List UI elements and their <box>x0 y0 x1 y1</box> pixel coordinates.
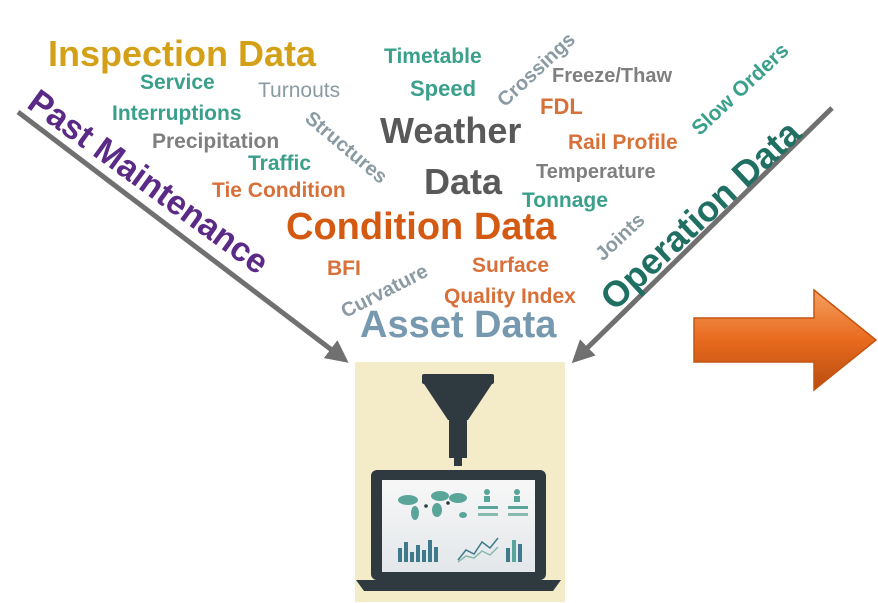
tonnage-label: Tonnage <box>522 189 608 212</box>
analytics-machine <box>355 362 565 602</box>
freeze-thaw-label: Freeze/Thaw <box>552 65 673 87</box>
turnouts-label: Turnouts <box>258 79 341 102</box>
inspection-data-label: Inspection Data <box>48 33 317 74</box>
timetable-label: Timetable <box>384 45 482 68</box>
people-icon <box>478 489 528 516</box>
weather-label: Weather <box>380 110 522 151</box>
laptop-icon <box>356 470 561 591</box>
left-input-arrow <box>16 110 349 363</box>
fdl-label: FDL <box>540 94 583 119</box>
world-map-icon <box>398 491 467 520</box>
interruptions-label: Interruptions <box>112 102 242 125</box>
data-label: Data <box>424 161 503 202</box>
precipitation-label: Precipitation <box>152 130 280 153</box>
speed-label: Speed <box>410 76 477 101</box>
tie-condition-label: Tie Condition <box>212 179 346 202</box>
bfi-label: BFI <box>327 257 361 280</box>
bar-chart-icon <box>398 540 438 562</box>
condition-data-label: Condition Data <box>286 206 557 248</box>
line-chart-icon <box>457 537 522 563</box>
traffic-label: Traffic <box>248 152 312 175</box>
right-arrow-icon <box>693 288 878 392</box>
temperature-label: Temperature <box>536 161 656 183</box>
asset-data-label: Asset Data <box>360 304 557 346</box>
service-label: Service <box>140 71 215 94</box>
quality-index-label: Quality Index <box>444 285 576 308</box>
rail-profile-label: Rail Profile <box>568 131 678 154</box>
surface-label: Surface <box>472 254 550 277</box>
right-input-arrow <box>571 106 834 364</box>
funnel-icon <box>422 374 494 466</box>
